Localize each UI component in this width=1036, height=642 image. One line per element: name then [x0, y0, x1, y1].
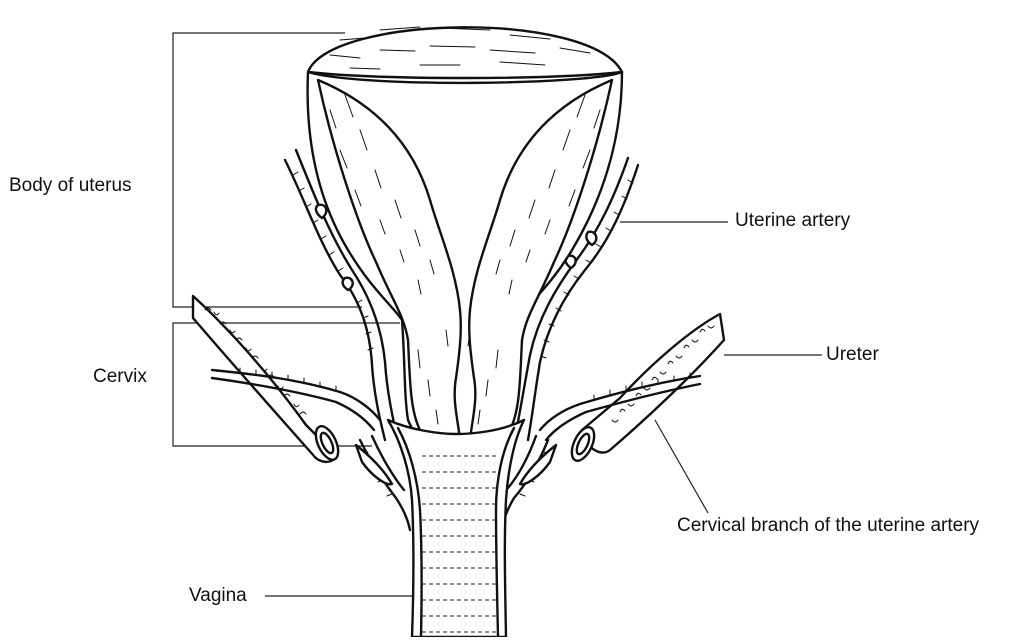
uterus-body	[308, 27, 622, 450]
label-ureter: Ureter	[826, 344, 879, 366]
vagina	[356, 420, 556, 637]
label-cervix: Cervix	[93, 366, 147, 388]
label-cervical-branch: Cervical branch of the uterine artery	[677, 515, 979, 537]
label-vagina: Vagina	[189, 585, 247, 607]
cervix-bracket	[173, 323, 400, 446]
cervical-branch-leader	[655, 420, 708, 513]
label-body-of-uterus: Body of uterus	[9, 175, 132, 197]
label-uterine-artery: Uterine artery	[735, 210, 850, 232]
right-ureter	[567, 314, 724, 464]
